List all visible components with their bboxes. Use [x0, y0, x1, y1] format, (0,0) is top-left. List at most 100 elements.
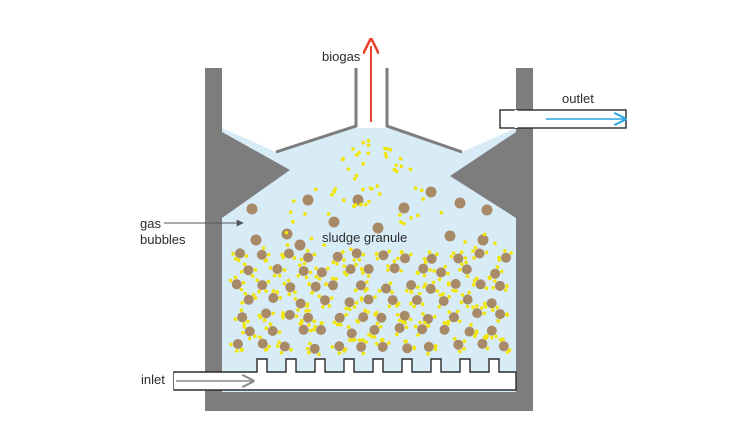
gas-bubble [458, 267, 462, 272]
gas-bubble [317, 277, 322, 281]
gas-bubble [408, 167, 413, 172]
gas-bubble [423, 321, 427, 325]
gas-bubble [367, 332, 371, 337]
gas-bubble [267, 253, 271, 257]
gas-bubble [499, 269, 504, 274]
sludge-granule [355, 280, 366, 291]
gas-bubble [231, 252, 235, 256]
gas-bubble [373, 295, 377, 299]
gas-bubble [438, 293, 443, 297]
gas-bubble [366, 143, 371, 147]
gas-bubble [422, 285, 426, 289]
gas-bubble [266, 280, 271, 284]
gas-bubble [421, 197, 426, 201]
gas-bubble [342, 270, 347, 275]
sludge-granule [472, 308, 483, 319]
gas-bubble [379, 338, 384, 342]
gas-bubble [423, 282, 428, 287]
gas-bubble [293, 297, 298, 301]
gas-bubble [359, 266, 364, 271]
gas-bubble [482, 335, 487, 340]
gas-bubble [351, 147, 355, 151]
gas-bubble [409, 301, 413, 306]
gas-bubble [437, 304, 442, 309]
gas-bubble [384, 155, 389, 159]
gas-bubble [334, 277, 339, 281]
gas-bubble [313, 187, 318, 192]
gas-bubble [353, 337, 357, 342]
gas-bubble [451, 288, 456, 293]
gas-bubble [322, 243, 326, 247]
gas-bubble [305, 304, 309, 309]
gas-bubble [253, 334, 257, 339]
sludge-granule [475, 279, 486, 290]
gas-bubble [432, 269, 437, 273]
gas-bubble [348, 338, 352, 342]
gas-bubble [244, 254, 249, 258]
sludge-granule [232, 339, 243, 349]
gas-bubble [465, 304, 470, 309]
sludge-granule [378, 250, 389, 261]
gas-bubble [310, 290, 314, 295]
gas-bubble [299, 321, 304, 325]
gas-bubble [493, 279, 497, 283]
gas-bubble [495, 305, 500, 310]
gas-bubble [308, 270, 313, 275]
gas-bubble [416, 333, 420, 337]
gas-bubble [497, 258, 502, 262]
inlet-pipe [173, 358, 517, 391]
gas-bubble [342, 264, 347, 269]
gas-bubble [276, 344, 280, 348]
sludge-granule [244, 326, 255, 337]
gas-bubble [408, 317, 413, 322]
gas-bubble [291, 219, 295, 224]
gas-bubble [416, 213, 420, 218]
gas-bubble [491, 285, 496, 290]
gas-bubble [239, 269, 244, 274]
sludge-granule [363, 294, 374, 305]
gas-bubble [431, 280, 436, 285]
gas-bubble [484, 286, 489, 291]
gas-bubble [361, 187, 365, 192]
gas-bubble [446, 271, 450, 276]
gas-bubble [239, 287, 244, 292]
gas-bubble [314, 274, 319, 279]
gas-bubble [390, 290, 394, 295]
gas-bubble [251, 293, 256, 297]
sludge-granule [363, 264, 374, 274]
gas-bubble [241, 330, 245, 335]
gas-bubble [330, 193, 334, 197]
gas-bubble [420, 188, 424, 192]
gas-bubble [377, 289, 382, 293]
gas-bubble [312, 252, 317, 257]
sludge-granule [448, 312, 459, 323]
gas-bubble [505, 284, 509, 288]
sludge-granule [394, 323, 405, 333]
gas-bubble [491, 308, 495, 312]
sludge-granule [398, 202, 410, 214]
gas-bubble [405, 288, 409, 293]
gas-bubble [307, 323, 311, 327]
sludge-granule [425, 186, 437, 198]
gas-bubble [275, 290, 280, 295]
gas-bubble [428, 268, 432, 272]
gas-bubble [255, 278, 259, 283]
sludge-granule [439, 324, 450, 335]
biogas-label: biogas [322, 49, 361, 64]
sludge-bed [228, 139, 513, 357]
gas-bubble [441, 292, 446, 296]
gas-bubble [447, 294, 451, 299]
gas-bubble [482, 311, 486, 316]
sludge-granule [246, 203, 258, 215]
gas-bubble [317, 294, 322, 299]
gas-bubble [489, 335, 494, 340]
gas-bubble [354, 288, 358, 293]
gas-bubble [375, 184, 380, 188]
gas-bubble [281, 311, 285, 315]
gas-bubble [363, 288, 368, 293]
gas-bubble [354, 301, 359, 305]
gas-bubble [277, 340, 282, 345]
gas-bubble [344, 313, 348, 317]
gas-bubble [337, 351, 342, 356]
gas-bubble [372, 335, 377, 339]
